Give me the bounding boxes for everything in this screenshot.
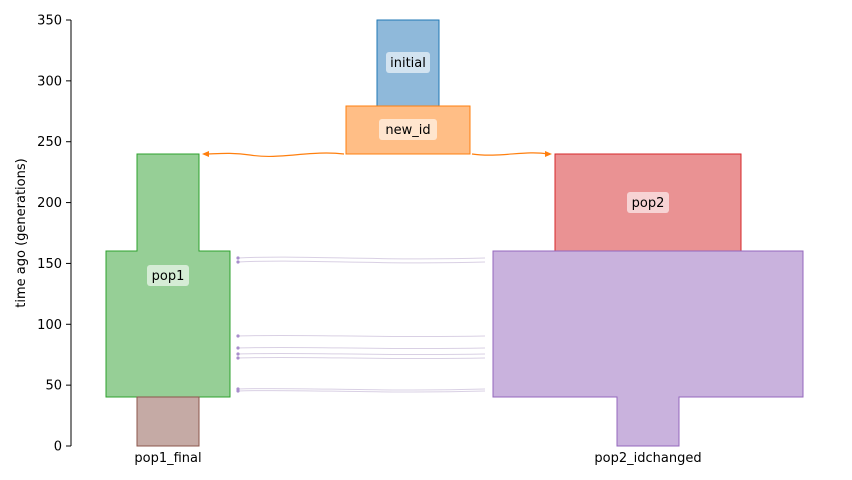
deme-pop1-final-block: [136, 396, 200, 447]
pulse-line: [237, 256, 486, 260]
arrowhead-to-pop1: [202, 151, 209, 157]
y-tick-label: 150: [37, 257, 62, 272]
pulse-head: [236, 352, 240, 356]
pulse-line: [237, 346, 486, 350]
pulse-head: [236, 260, 240, 264]
pulse-head: [236, 334, 240, 338]
ancestry-arrow-to-pop2: [471, 152, 549, 156]
deme-label-new-id: new_id: [385, 123, 430, 138]
deme-pop2-idchanged-block: [492, 250, 804, 447]
y-axis: 0 50 100 150 200 250 300 350: [37, 14, 72, 455]
y-tick-label: 250: [37, 135, 62, 150]
arrowhead-to-pop2: [545, 151, 552, 157]
pulse-head: [236, 346, 240, 350]
pulse-line: [237, 388, 486, 391]
bottom-label-pop1-final: pop1_final: [134, 451, 201, 466]
ancestry-arrows: [202, 151, 552, 158]
ancestry-arrow-to-pop1: [203, 152, 345, 158]
y-tick-label: 300: [37, 74, 62, 89]
y-tick-label: 0: [54, 440, 62, 455]
pulse-head: [236, 389, 240, 393]
deme-label-pop1: pop1: [152, 269, 185, 284]
y-tick-label: 100: [37, 318, 62, 333]
pulse-head: [236, 256, 240, 260]
pulse-line: [237, 352, 486, 356]
pulse-line: [237, 334, 486, 338]
y-tick-label: 200: [37, 196, 62, 211]
y-tick-label: 50: [45, 379, 62, 394]
bottom-label-pop2-idchanged: pop2_idchanged: [594, 451, 701, 466]
y-axis-label: time ago (generations): [14, 158, 29, 307]
deme-label-initial: initial: [390, 56, 426, 71]
pulse-line: [237, 260, 486, 264]
pulse-head: [236, 356, 240, 360]
y-tick-label: 350: [37, 14, 62, 29]
deme-label-pop2: pop2: [632, 196, 665, 211]
pulse-line: [237, 356, 486, 360]
deme-blocks: [105, 19, 804, 447]
deme-labels: initial new_id pop1 pop2: [147, 52, 669, 286]
migration-pulses: [236, 256, 486, 393]
pulse-line: [237, 390, 486, 393]
